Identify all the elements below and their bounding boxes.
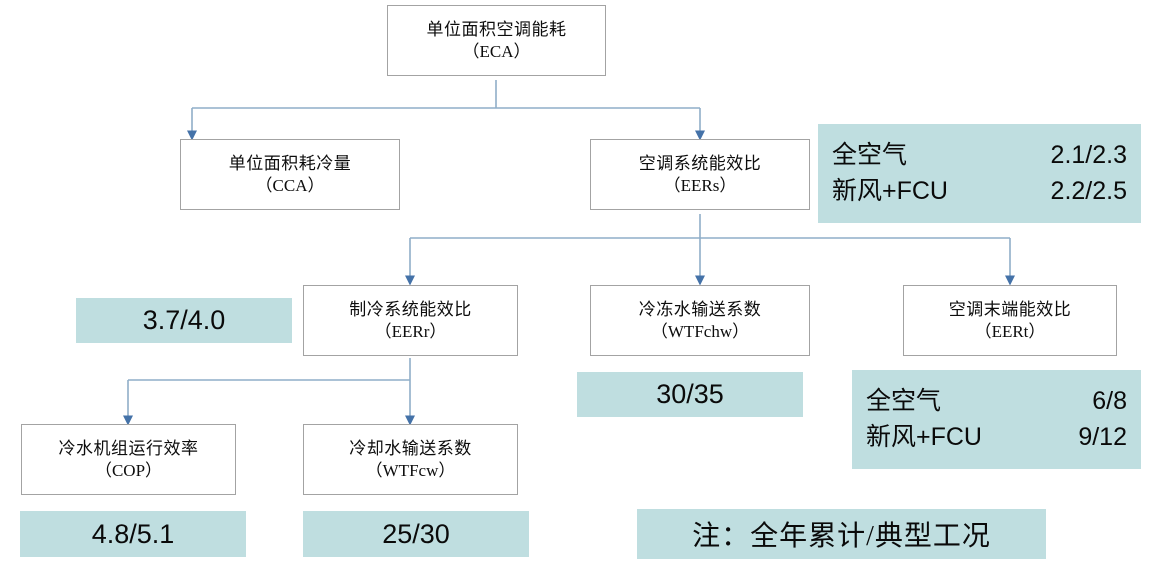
chip-eerr-value-text: 3.7/4.0 xyxy=(142,305,226,335)
node-wtfchw-en: （WTFchw） xyxy=(650,321,750,341)
chip-wtfcw-value-text: 25/30 xyxy=(382,518,450,549)
chip-eers-label-2: 新风+FCU xyxy=(832,176,948,205)
node-eca[interactable]: 单位面积空调能耗 （ECA） xyxy=(387,5,606,76)
chip-eert-row-2: 新风+FCU 9/12 xyxy=(852,420,1141,456)
node-eerr[interactable]: 制冷系统能效比 （EERr） xyxy=(303,285,518,356)
node-wtfcw-cn: 冷却水输送系数 xyxy=(349,438,472,458)
node-wtfcw-en: （WTFcw） xyxy=(365,460,456,480)
node-wtfcw[interactable]: 冷却水输送系数 （WTFcw） xyxy=(303,424,518,495)
node-wtfchw-cn: 冷冻水输送系数 xyxy=(638,299,762,319)
chip-eers-row-2: 新风+FCU 2.2/2.5 xyxy=(818,174,1141,210)
node-cop-cn: 冷水机组运行效率 xyxy=(58,438,199,458)
chip-eerr-value: 3.7/4.0 xyxy=(76,298,292,343)
node-eers-cn: 空调系统能效比 xyxy=(638,153,762,173)
chip-cop-value: 4.8/5.1 xyxy=(20,511,246,557)
chip-note-text: 注：全年累计/典型工况 xyxy=(692,521,991,552)
node-cop[interactable]: 冷水机组运行效率 （COP） xyxy=(21,424,236,495)
chip-eert-label-2: 新风+FCU xyxy=(866,422,982,451)
chip-cop-value-text: 4.8/5.1 xyxy=(91,518,175,549)
node-eca-en: （ECA） xyxy=(462,41,531,61)
chip-eers-values: 全空气 2.1/2.3 新风+FCU 2.2/2.5 xyxy=(818,124,1141,223)
chip-eers-value-1: 2.1/2.3 xyxy=(1050,141,1127,169)
chip-eert-value-2: 9/12 xyxy=(1078,422,1127,451)
node-eers[interactable]: 空调系统能效比 （EERs） xyxy=(590,139,810,210)
chip-eers-label-1: 全空气 xyxy=(832,141,908,169)
node-wtfchw[interactable]: 冷冻水输送系数 （WTFchw） xyxy=(590,285,810,356)
node-eert[interactable]: 空调末端能效比 （EERt） xyxy=(903,285,1117,356)
node-cca-cn: 单位面积耗冷量 xyxy=(228,153,352,173)
node-eerr-cn: 制冷系统能效比 xyxy=(349,299,472,319)
node-cca[interactable]: 单位面积耗冷量 （CCA） xyxy=(180,139,400,210)
node-cop-en: （COP） xyxy=(94,460,163,480)
node-cca-en: （CCA） xyxy=(255,175,325,195)
chip-wtfchw-value-text: 30/35 xyxy=(656,379,724,409)
chip-eers-value-2: 2.2/2.5 xyxy=(1050,176,1127,205)
node-eers-en: （EERs） xyxy=(663,175,737,195)
node-eca-cn: 单位面积空调能耗 xyxy=(426,19,567,39)
node-eert-en: （EERt） xyxy=(974,321,1046,341)
chip-eert-row-1: 全空气 6/8 xyxy=(852,384,1141,420)
node-eert-cn: 空调末端能效比 xyxy=(948,299,1072,319)
chip-eert-values: 全空气 6/8 新风+FCU 9/12 xyxy=(852,370,1141,469)
chip-eert-label-1: 全空气 xyxy=(866,387,942,415)
node-eerr-en: （EERr） xyxy=(374,321,447,341)
chip-eers-row-1: 全空气 2.1/2.3 xyxy=(818,138,1141,174)
chip-wtfcw-value: 25/30 xyxy=(303,511,529,557)
chip-wtfchw-value: 30/35 xyxy=(577,372,803,417)
chip-eert-value-1: 6/8 xyxy=(1092,387,1127,415)
chip-note: 注：全年累计/典型工况 xyxy=(637,509,1046,559)
